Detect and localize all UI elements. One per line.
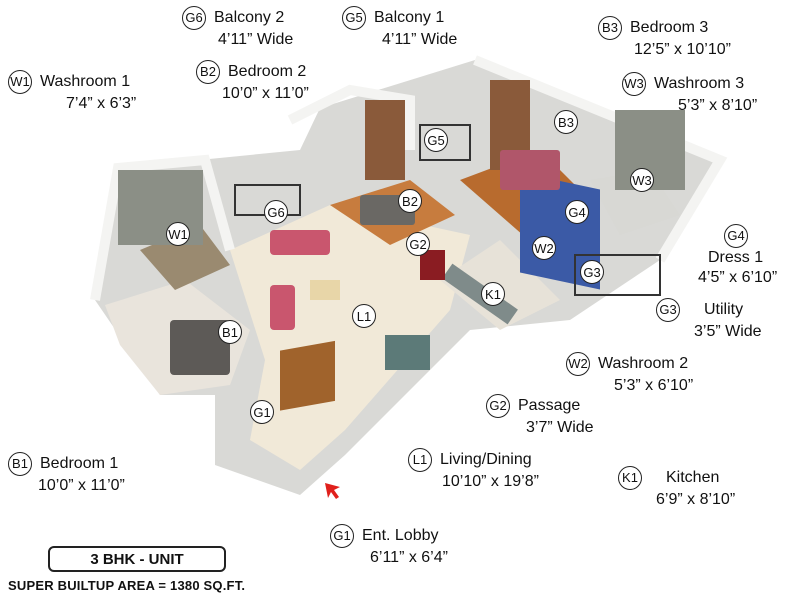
legend-b3: B3 Bedroom 3 12’5” x 10’10” [598,16,731,60]
legend-l1-badge: L1 [408,448,432,472]
dining-table [385,335,430,370]
plan-badge-w3: W3 [630,168,654,192]
legend-w1-name: Washroom 1 [40,73,131,90]
legend-b1-badge: B1 [8,452,32,476]
super-builtup-area: SUPER BUILTUP AREA = 1380 SQ.FT. [8,578,246,593]
utility-railing [574,254,661,296]
legend-w1-badge: W1 [8,70,32,94]
refrigerator [420,250,445,280]
legend-b3-size: 12’5” x 10’10” [634,41,731,58]
kitchen-counter [442,263,518,325]
legend-w2-badge: W2 [566,352,590,376]
entry-arrow-icon [325,483,340,499]
wardrobe-bedroom2 [365,100,405,180]
legend-g6-name: Balcony 2 [214,9,285,26]
legend-b2-size: 10’0” x 11’0” [222,85,309,102]
legend-g1-name: Ent. Lobby [362,527,439,544]
legend-g2: G2 Passage 3’7” Wide [486,394,594,438]
outer-wall-left [90,154,235,301]
legend-w2-name: Washroom 2 [598,355,689,372]
legend-k1: K1 Kitchen 6’9” x 8’10” [618,466,735,510]
legend-w3-badge: W3 [622,72,646,96]
legend-g3-badge: G3 [656,298,680,322]
legend-b1-name: Bedroom 1 [40,455,119,472]
legend-l1-name: Living/Dining [440,451,532,468]
plan-badge-b2: B2 [398,189,422,213]
legend-g1: G1 Ent. Lobby 6’11” x 6’4” [330,524,448,568]
sofa-2 [270,285,295,330]
sofa-1 [270,230,330,255]
legend-g4-size: 4’5” x 6’10” [698,269,778,286]
entry-door [280,340,335,411]
plan-badge-g5: G5 [424,128,448,152]
legend-g5-size: 4’11” Wide [382,31,458,48]
legend-g4-name: Dress 1 [708,249,764,266]
coffee-table [310,280,340,300]
balcony1-railing [419,124,471,161]
legend-b2-name: Bedroom 2 [228,63,307,80]
legend-g5-name: Balcony 1 [374,9,445,26]
legend-b3-name: Bedroom 3 [630,19,709,36]
legend-g4-badge-wrap: G4 [724,224,777,248]
legend-g6-badge: G6 [182,6,206,30]
legend-l1: L1 Living/Dining 10’10” x 19’8” [408,448,539,492]
legend-b1-size: 10’0” x 11’0” [38,477,125,494]
legend-g2-size: 3’7” Wide [526,419,594,436]
legend-w2-size: 5’3” x 6’10” [614,377,694,394]
legend-g2-name: Passage [518,397,581,414]
plan-badge-b3: B3 [554,110,578,134]
plan-badge-g1: G1 [250,400,274,424]
legend-k1-name: Kitchen [666,469,720,486]
plan-badge-k1: K1 [481,282,505,306]
legend-g1-size: 6’11” x 6’4” [370,549,448,566]
plan-badge-g2: G2 [406,232,430,256]
legend-b2: B2 Bedroom 2 10’0” x 11’0” [196,60,309,104]
legend-g2-badge: G2 [486,394,510,418]
plan-badge-g3: G3 [580,260,604,284]
legend-g1-badge: G1 [330,524,354,548]
legend-w1-size: 7’4” x 6’3” [66,95,137,112]
legend-g6: G6 Balcony 2 4’11” Wide [182,6,293,50]
outer-wall-top [287,84,415,150]
legend-w3-size: 5’3” x 8’10” [678,97,758,114]
legend-g4: G4 Dress 1 4’5” x 6’10” [698,224,777,288]
legend-g5-badge: G5 [342,6,366,30]
plan-badge-w1: W1 [166,222,190,246]
plan-badge-l1: L1 [352,304,376,328]
legend-w1: W1 Washroom 1 7’4” x 6’3” [8,70,136,114]
legend-w3: W3 Washroom 3 5’3” x 8’10” [622,72,757,116]
bed-bedroom1 [170,320,230,375]
legend-g3: G3 Utility 3’5” Wide [656,298,762,342]
legend-g3-name: Utility [704,301,744,318]
plan-badge-w2: W2 [532,236,556,260]
legend-b3-badge: B3 [598,16,622,40]
bed-bedroom3 [500,150,560,190]
washroom1-wall [118,170,203,245]
legend-g6-size: 4’11” Wide [218,31,294,48]
legend-b2-badge: B2 [196,60,220,84]
unit-type-box: 3 BHK - UNIT [48,546,226,572]
plan-badge-g6: G6 [264,200,288,224]
legend-k1-size: 6’9” x 8’10” [656,491,736,508]
unit-type-label: 3 BHK - UNIT [90,550,184,568]
legend-g5: G5 Balcony 1 4’11” Wide [342,6,457,50]
legend-g3-size: 3’5” Wide [694,323,762,340]
legend-w3-name: Washroom 3 [654,75,745,92]
legend-g4-badge: G4 [724,224,748,248]
plan-badge-b1: B1 [218,320,242,344]
legend-b1: B1 Bedroom 1 10’0” x 11’0” [8,452,125,496]
plan-badge-g4: G4 [565,200,589,224]
outer-wall-right [473,55,728,263]
legend-w2: W2 Washroom 2 5’3” x 6’10” [566,352,693,396]
legend-k1-badge: K1 [618,466,642,490]
legend-l1-size: 10’10” x 19’8” [442,473,539,490]
